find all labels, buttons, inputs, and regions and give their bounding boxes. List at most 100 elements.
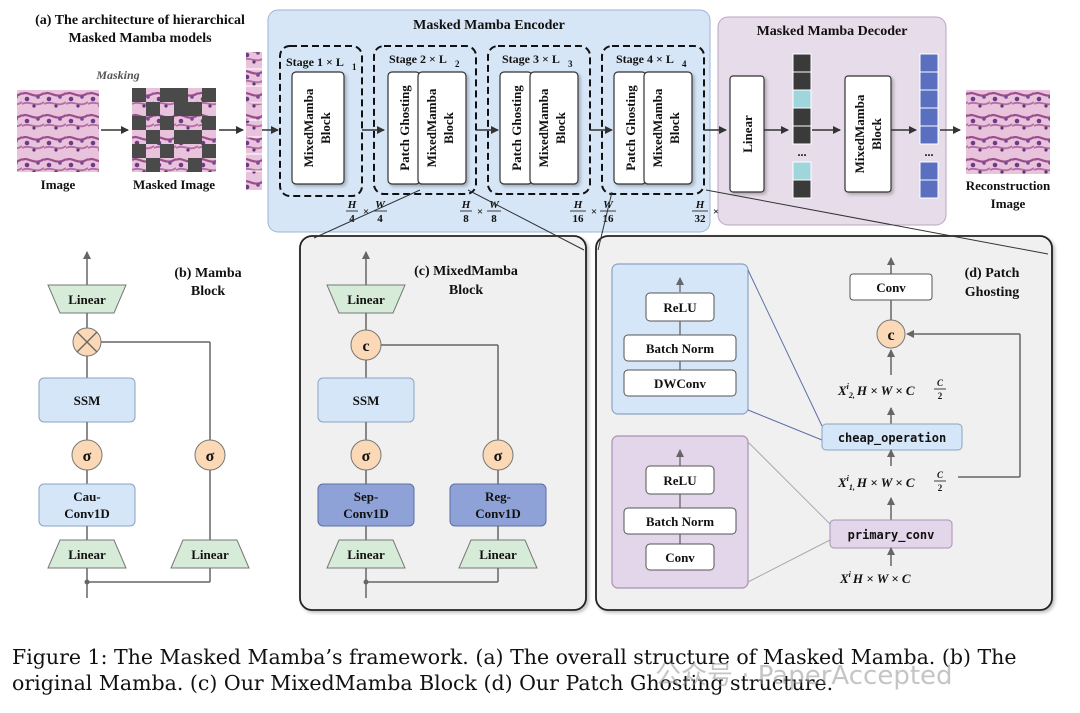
svg-text:SSM: SSM xyxy=(74,393,101,408)
decoder-mixed-line2: Block xyxy=(869,117,884,150)
masking-label: Masking xyxy=(95,68,139,82)
svg-text:Linear: Linear xyxy=(347,292,385,307)
decoder-linear-label: Linear xyxy=(740,115,755,153)
svg-text:σ: σ xyxy=(83,448,92,465)
figure-caption: Figure 1: The Masked Mamba’s framework. … xyxy=(12,644,1072,696)
stage-3-mixedmamba-block xyxy=(529,71,579,185)
stage-1-sub: 1 xyxy=(352,62,357,72)
stage-3-mixed-line1: MixedMamba xyxy=(536,88,551,167)
stage-3: Stage 3 × L 3 Patch Ghosting MixedMamba … xyxy=(487,45,591,195)
svg-text:C: C xyxy=(937,378,944,388)
svg-text:c: c xyxy=(887,327,894,344)
svg-text:W: W xyxy=(489,199,500,211)
svg-text:16: 16 xyxy=(573,213,585,225)
svg-text:ReLU: ReLU xyxy=(663,473,697,488)
svg-text:primary_conv: primary_conv xyxy=(848,528,935,543)
svg-text:Reg-: Reg- xyxy=(485,489,511,504)
stage-4-mixed-line1: MixedMamba xyxy=(650,88,665,167)
input-image xyxy=(17,90,99,172)
masked-image-label: Masked Image xyxy=(133,177,215,192)
svg-text:H: H xyxy=(461,199,471,211)
stage-1-label: Stage 1 × L xyxy=(286,55,344,69)
reconstruction-label-line1: Reconstruction xyxy=(966,178,1051,193)
svg-text:Batch Norm: Batch Norm xyxy=(646,514,714,529)
resolution-stage-1: H 4 × W 4 xyxy=(346,199,387,225)
panel-b-title-line1: (b) Mamba xyxy=(174,266,241,281)
mixed-linear-left xyxy=(326,539,406,569)
mamba-linear-right xyxy=(170,539,250,569)
stage-2-mixedmamba-block xyxy=(417,71,467,185)
svg-text:Batch Norm: Batch Norm xyxy=(646,341,714,356)
svg-text:σ: σ xyxy=(206,448,215,465)
panel-b-title-line2: Block xyxy=(191,284,225,299)
svg-text:×: × xyxy=(713,206,719,218)
svg-text:cheap_operation: cheap_operation xyxy=(838,431,946,446)
svg-text:2: 2 xyxy=(938,391,943,401)
mixed-linear-right xyxy=(458,539,538,569)
svg-text:Sep-: Sep- xyxy=(354,489,379,504)
svg-text:×: × xyxy=(591,206,597,218)
masked-image xyxy=(132,88,216,172)
panel-c-title-line2: Block xyxy=(449,283,483,298)
panel-c: (c) MixedMamba Block Linear c SSM σ σ Se… xyxy=(299,189,587,611)
panel-d-title-line1: (d) Patch xyxy=(965,266,1020,281)
svg-text:Linear: Linear xyxy=(347,547,385,562)
svg-text:Conv: Conv xyxy=(876,280,906,295)
svg-text:W: W xyxy=(375,199,386,211)
stage-2-mixed-line1: MixedMamba xyxy=(424,88,439,167)
panel-c-title-line1: (c) MixedMamba xyxy=(414,264,518,279)
decoder-mixedmamba-block xyxy=(844,75,892,193)
svg-text:8: 8 xyxy=(463,213,469,225)
decoder-title: Masked Mamba Decoder xyxy=(757,24,908,39)
svg-text:Conv: Conv xyxy=(665,550,695,565)
svg-text:Conv1D: Conv1D xyxy=(343,506,389,521)
svg-text:DWConv: DWConv xyxy=(654,376,707,391)
decoder-ellipsis-2: ... xyxy=(925,145,934,159)
x1-label: Xi1,H × W × C xyxy=(837,474,915,492)
svg-text:×: × xyxy=(477,206,483,218)
svg-text:×: × xyxy=(363,206,369,218)
svg-text:σ: σ xyxy=(362,448,371,465)
watermark: 公众号 · PaperAccepted xyxy=(655,661,953,691)
stage-2-label: Stage 2 × L xyxy=(389,52,447,66)
stage-1-mixedmamba-block xyxy=(291,71,345,185)
decoder-mixed-line1: MixedMamba xyxy=(852,94,867,173)
stage-4-mixedmamba-block xyxy=(643,71,693,185)
svg-text:32: 32 xyxy=(695,213,707,225)
cheap-dwconv xyxy=(623,369,737,397)
stage-4-label: Stage 4 × L xyxy=(616,52,674,66)
ghost-concat-icon xyxy=(876,319,906,349)
svg-text:Conv1D: Conv1D xyxy=(64,506,110,521)
svg-text:16: 16 xyxy=(603,213,615,225)
mamba-linear-top xyxy=(47,284,127,314)
stage-4-mixed-line2: Block xyxy=(667,111,682,144)
x2-label: Xi2,H × W × C xyxy=(837,382,915,400)
decoder-token-column-1: ... xyxy=(792,53,812,199)
reconstruction-image xyxy=(966,90,1050,174)
svg-text:Linear: Linear xyxy=(68,292,106,307)
svg-text:2: 2 xyxy=(938,483,943,493)
panel-d-title-line2: Ghosting xyxy=(965,285,1019,300)
patch-tokens-input xyxy=(246,52,262,190)
svg-text:Conv1D: Conv1D xyxy=(475,506,521,521)
svg-text:C: C xyxy=(937,470,944,480)
svg-text:Linear: Linear xyxy=(68,547,106,562)
svg-text:H: H xyxy=(573,199,583,211)
caption-line2: original Mamba. (c) Our MixedMamba Block… xyxy=(12,671,834,695)
stage-1-mixed-line1: MixedMamba xyxy=(301,88,316,167)
decoder-linear-block xyxy=(729,75,765,193)
panel-d: (d) Patch Ghosting ReLU Batch Norm DWCon… xyxy=(595,189,1053,611)
mamba-linear-left xyxy=(47,539,127,569)
reconstruction-label-line2: Image xyxy=(991,196,1026,211)
figure-diagram: (a) The architecture of hierarchical Mas… xyxy=(17,9,1053,611)
svg-text:c: c xyxy=(362,338,369,355)
panel-b: (b) Mamba Block Linear SSM σ σ Cau- Conv… xyxy=(38,251,250,598)
panel-a-title-line2: Masked Mamba models xyxy=(68,31,212,46)
svg-text:SSM: SSM xyxy=(353,393,380,408)
decoder-ellipsis-1: ... xyxy=(798,145,807,159)
svg-text:σ: σ xyxy=(494,448,503,465)
stage-1-mixed-line2: Block xyxy=(318,111,333,144)
svg-text:H: H xyxy=(347,199,357,211)
stage-4: Stage 4 × L 4 Patch Ghosting MixedMamba … xyxy=(601,45,705,195)
